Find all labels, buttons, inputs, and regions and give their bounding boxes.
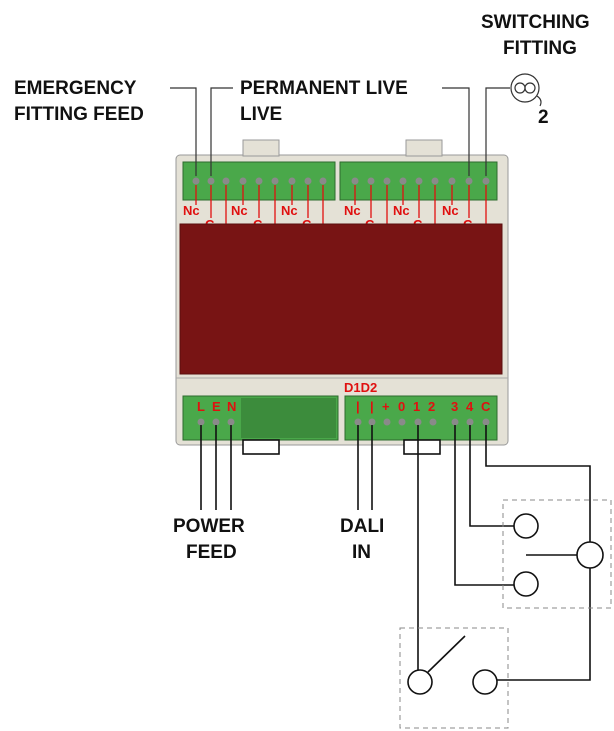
permanent-leader-right bbox=[442, 87, 470, 176]
push-switch-contact-left bbox=[407, 669, 433, 695]
wire-terminal-3 bbox=[454, 425, 515, 586]
terminal-block-bottom-right bbox=[344, 395, 498, 441]
tl-nc-3: Nc bbox=[281, 203, 298, 218]
din-clip-bottom-right bbox=[403, 439, 441, 455]
control-terminal-1-num: 1 bbox=[413, 399, 420, 414]
lamp-icon bbox=[510, 73, 540, 103]
tl-nc-2: Nc bbox=[231, 203, 248, 218]
permanent-leader-left bbox=[210, 87, 233, 176]
control-terminal-plus: + bbox=[382, 399, 390, 414]
switch-box-upper bbox=[502, 499, 612, 609]
tr-nc-2: Nc bbox=[393, 203, 410, 218]
power-terminal-l: L bbox=[197, 399, 205, 414]
terminal-block-bottom-left-blank bbox=[241, 398, 336, 438]
switching-label-2: FITTING bbox=[503, 38, 577, 59]
control-terminal-2: | bbox=[370, 399, 374, 414]
wire-terminal-c bbox=[485, 425, 591, 542]
emergency-label-1: EMERGENCY bbox=[14, 78, 137, 99]
emergency-label-2: FITTING FEED bbox=[14, 104, 144, 125]
dali-label-2: IN bbox=[352, 542, 371, 563]
switch-contact-top bbox=[513, 513, 539, 539]
permanent-label-2: LIVE bbox=[240, 104, 282, 125]
permanent-label-1: PERMANENT LIVE bbox=[240, 78, 408, 99]
switch-box-lower bbox=[399, 627, 509, 729]
fitting-number: 2 bbox=[538, 107, 549, 128]
switching-label-1: SWITCHING bbox=[481, 12, 590, 33]
power-terminal-e: E bbox=[212, 399, 221, 414]
control-terminal-3: 3 bbox=[451, 399, 458, 414]
power-label-1: POWER bbox=[173, 516, 245, 537]
control-terminal-0: 0 bbox=[398, 399, 405, 414]
wire-terminal-4 bbox=[469, 425, 515, 527]
dali-label-1: DALI bbox=[340, 516, 384, 537]
lamp-icon-inner-left bbox=[514, 82, 526, 94]
lamp-icon-inner-right bbox=[524, 82, 536, 94]
control-terminal-1: | bbox=[356, 399, 360, 414]
terminal-screws-top bbox=[192, 177, 490, 185]
tl-nc-1: Nc bbox=[183, 203, 200, 218]
switch-contact-bottom bbox=[513, 571, 539, 597]
din-clip-top-left bbox=[242, 139, 280, 157]
lamp-pointer bbox=[536, 95, 542, 107]
push-switch-lever bbox=[427, 635, 466, 673]
din-clip-bottom-left bbox=[242, 439, 280, 455]
wire-switch-return bbox=[497, 568, 591, 681]
tr-nc-3: Nc bbox=[442, 203, 459, 218]
front-panel bbox=[179, 223, 503, 375]
bottom-header: D1D2 bbox=[344, 380, 377, 395]
push-switch-contact-right bbox=[472, 669, 498, 695]
terminal-screws-bottom bbox=[197, 418, 490, 426]
switch-common-contact bbox=[576, 541, 604, 569]
power-terminal-n: N bbox=[227, 399, 236, 414]
switching-leader bbox=[485, 87, 510, 176]
power-label-2: FEED bbox=[186, 542, 237, 563]
tr-nc-1: Nc bbox=[344, 203, 361, 218]
control-terminal-2-num: 2 bbox=[428, 399, 435, 414]
emergency-leader bbox=[170, 87, 197, 176]
control-terminal-c: C bbox=[481, 399, 491, 414]
control-terminal-4: 4 bbox=[466, 399, 474, 414]
din-clip-top-right bbox=[405, 139, 443, 157]
